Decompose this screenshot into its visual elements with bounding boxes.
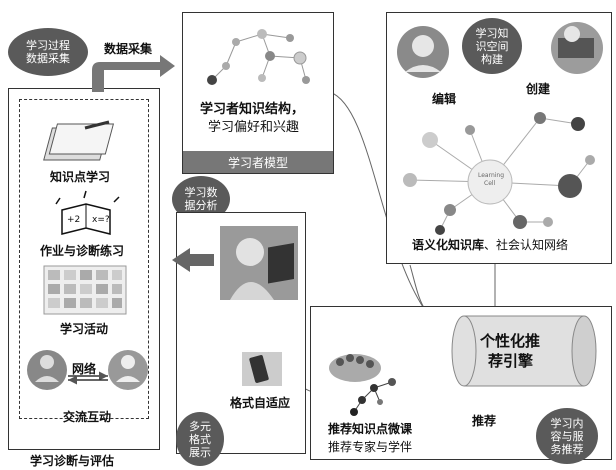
svg-text:+2: +2 — [67, 215, 80, 225]
item-interaction: 交流互动 — [63, 410, 112, 424]
formats-bubble: 多元 格式 展示 — [176, 412, 224, 466]
item-knowledge-learning: 知识点学习 — [50, 170, 111, 184]
recommend-arrow-label: 推荐 — [472, 414, 497, 428]
data-collect-label: 数据采集 — [104, 42, 153, 56]
item-activity: 学习活动 — [60, 322, 109, 336]
learner-model-bar: 学习者模型 — [183, 151, 333, 173]
left-panel-footer: 学习诊断与评估 — [30, 454, 115, 468]
center-text-1: Learning — [478, 172, 505, 179]
learner-model-line1: 学习者知识结构， — [200, 102, 305, 117]
recommend-line1: 推荐知识点微课 — [328, 422, 413, 436]
content-recommend-bubble: 学习内 容与服 务推荐 — [536, 408, 598, 464]
collect-process-bubble: 学习过程 数据采集 — [8, 28, 88, 76]
svg-text:x=?: x=? — [92, 215, 110, 225]
learner-model-line2: 学习偏好和兴趣 — [208, 120, 300, 135]
knowledge-space-bubble: 学习知 识空间 构建 — [462, 18, 522, 74]
semantic-title-bold: 语义化知识库 — [412, 238, 485, 252]
learner-model-box: 学习者模型 — [182, 12, 334, 174]
semantic-title: 语义化知识库、社会认知网络 — [412, 236, 568, 253]
recommend-line2: 推荐专家与学伴 — [328, 440, 413, 454]
semantic-title-rest: 、社会认知网络 — [484, 238, 569, 252]
create-label: 创建 — [526, 82, 551, 96]
item-homework: 作业与诊断练习 — [40, 244, 125, 258]
network-label: 网络 — [72, 362, 97, 376]
edit-label: 编辑 — [432, 92, 457, 106]
engine-line2: 荐引擎 — [488, 352, 534, 370]
center-text-2: Cell — [484, 180, 496, 187]
adapt-label: 格式自适应 — [230, 396, 291, 410]
engine-line1: 个性化推 — [480, 332, 541, 350]
